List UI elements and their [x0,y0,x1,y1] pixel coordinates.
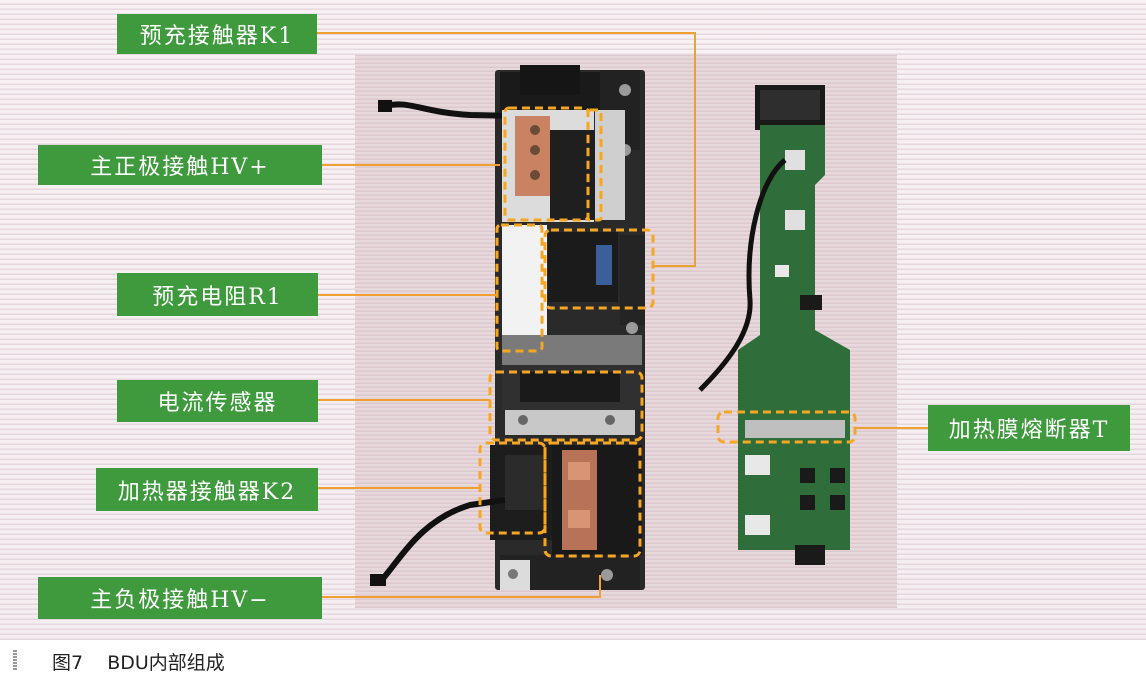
bdu-illustration [317,32,928,598]
caption-marker [13,650,17,670]
leader-lines [317,32,928,598]
label-current-sensor: 电流传感器 [117,380,318,422]
label-precharge-contactor: 预充接触器K1 [117,14,317,54]
box-precharge-contactor-edge [586,108,603,222]
figure-title: BDU内部组成 [107,652,225,674]
bdu-main-assembly [370,65,645,590]
box-precharge-left [495,223,544,353]
label-main-negative-contact: 主负极接触HV− [38,577,322,619]
label-heater-film-fuse: 加热膜熔断器T [928,405,1130,451]
box-current-sensor [488,370,644,442]
leader-precharge-contactor [317,32,696,267]
box-precharge-resistor [543,228,655,310]
label-precharge-resistor: 预充电阻R1 [117,273,318,316]
label-main-positive-contact: 主正极接触HV+ [38,145,322,185]
figure-area: 预充接触器K1 主正极接触HV+ 预充电阻R1 电流传感器 加热器接触器K2 主… [0,0,1146,640]
figure-number: 图7 [52,652,84,674]
fuse-pcb [698,85,850,565]
label-heater-contactor: 加热器接触器K2 [96,468,318,511]
box-heater-contactor-right [543,441,642,558]
leader-main-negative [322,575,601,598]
figure-caption: 图7 BDU内部组成 [52,648,225,675]
